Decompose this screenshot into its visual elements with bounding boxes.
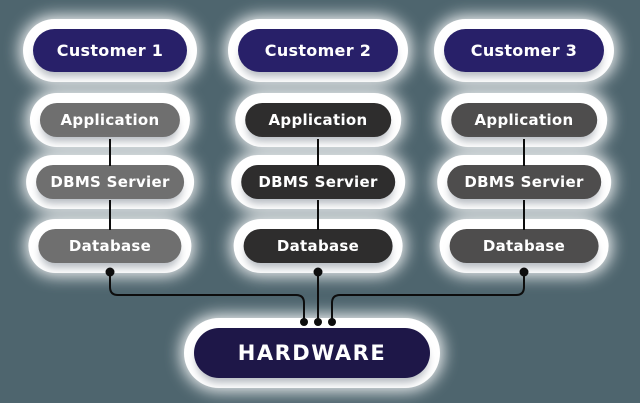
customer-2-dbms-server-label: DBMS Servier — [258, 173, 378, 191]
customer-2-application-pill: Application — [245, 103, 391, 137]
customer-1-application-pill: Application — [39, 103, 181, 137]
customer-2-pill: Customer 2 — [238, 29, 398, 72]
customer-3-label: Customer 3 — [470, 41, 578, 60]
customer-2-database-label: Database — [276, 237, 360, 255]
customer-2-database-pill: Database — [243, 229, 393, 263]
customer-1-database-pill: Database — [38, 229, 182, 263]
customer-1-stack: Customer 1 Application DBMS Servier Data… — [33, 29, 187, 269]
hardware-label: HARDWARE — [237, 341, 387, 365]
customer-3-dbms-server-label: DBMS Servier — [464, 173, 584, 191]
customer-1-database-label: Database — [68, 237, 152, 255]
customer-3-stack: Customer 3 Application DBMS Servier Data… — [444, 29, 604, 269]
customer-3-database-pill: Database — [449, 229, 599, 263]
dot-hardware-center — [314, 318, 322, 326]
customer-2-application-label: Application — [268, 111, 368, 129]
hardware-pill: HARDWARE — [194, 328, 430, 378]
connector-c1-db-hardware — [109, 272, 305, 322]
dot-hardware-left — [300, 318, 308, 326]
customer-1-label: Customer 1 — [56, 41, 164, 60]
customer-2-dbms-server-pill: DBMS Servier — [241, 165, 395, 199]
customer-3-application-label: Application — [474, 111, 574, 129]
customer-3-application-pill: Application — [451, 103, 597, 137]
customer-1-application-label: Application — [60, 111, 160, 129]
customer-1-dbms-server-label: DBMS Servier — [50, 173, 170, 191]
customer-1-dbms-server-pill: DBMS Servier — [36, 165, 184, 199]
customer-3-pill: Customer 3 — [444, 29, 604, 72]
customer-3-dbms-server-pill: DBMS Servier — [447, 165, 601, 199]
dot-hardware-right — [328, 318, 336, 326]
customer-2-stack: Customer 2 Application DBMS Servier Data… — [238, 29, 398, 269]
customer-3-database-label: Database — [482, 237, 566, 255]
connector-c3-db-hardware — [331, 272, 525, 322]
customer-1-pill: Customer 1 — [33, 29, 187, 72]
customer-2-label: Customer 2 — [264, 41, 372, 60]
